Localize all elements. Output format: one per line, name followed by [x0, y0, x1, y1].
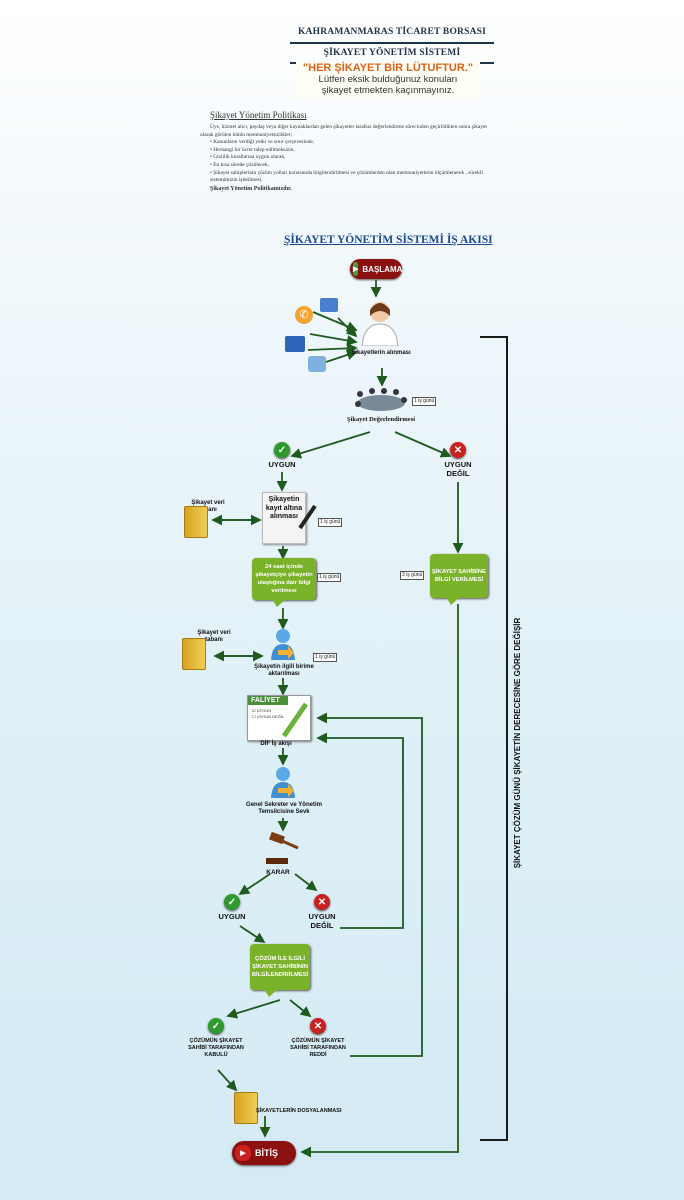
user-forward-icon [271, 767, 295, 798]
ok-label-2: UYGUN [218, 912, 246, 921]
callout-tail [272, 599, 286, 607]
email-icon [320, 298, 338, 312]
dif-board-title: FALİYET [248, 696, 288, 705]
notok-label-2: UYGUN DEĞİL [308, 912, 336, 930]
policy-section: Şikayet Yönetim Politikası Üye, hizmet a… [200, 110, 490, 193]
inform-owner-label: ŞİKAYET SAHİBİNE BİLGİ VERİLMESİ [432, 569, 486, 583]
archive-label: ŞİKAYETLERİN DOSYALANMASI [256, 1108, 342, 1114]
policy-bullet: • Kanunların verdiği yetki ve sınır çerç… [210, 139, 315, 146]
evaluate-label: Şikayet Değerlendirmesi [346, 416, 416, 423]
header: KAHRAMANMARAS TİCARET BORSASI ŞİKAYET YÖ… [290, 24, 494, 64]
slogan-headline: "HER ŞİKAYET BİR LÜTUFTUR." [302, 62, 474, 74]
folder-icon [182, 638, 206, 670]
inform-24h-box: 24 saat içinde şikayetçiye şikayetin ula… [252, 558, 316, 600]
policy-bullet: • En kısa sürede çözülecek, [210, 161, 269, 168]
policy-bullet: • Gizlilik kurallarına uygun olarak, [210, 154, 286, 161]
reject-label: ÇÖZÜMÜN ŞİKAYET SAHİBİ TARAFINDAN REDDİ [290, 1038, 346, 1058]
cross-icon: ✕ [310, 1018, 326, 1034]
policy-bullet: • Şikayet sahiplerinin çözüm yolları kon… [210, 169, 483, 184]
policy-title: Şikayet Yönetim Politikası [210, 110, 307, 120]
dif-board-item: ☐ UYGUN DEĞİL [252, 714, 285, 719]
pencil-icon [281, 702, 308, 738]
cross-icon: ✕ [314, 894, 330, 910]
dif-label: DİF İş akışı [260, 741, 292, 747]
folder-icon [184, 506, 208, 538]
archive-folder-icon [234, 1092, 258, 1124]
record-label: Şikayetin kayıt altına alınması [265, 496, 303, 520]
duration-badge: 1 iş günü [412, 397, 437, 406]
inform-owner-box: ŞİKAYET SAHİBİNE BİLGİ VERİLMESİ [430, 554, 488, 598]
end-node: ▶ BİTİŞ [232, 1141, 296, 1165]
operator-icon [361, 302, 399, 346]
duration-badge: 1 iş günü [313, 653, 338, 662]
start-node: ▶ BAŞLAMA [350, 259, 402, 279]
dif-board: FALİYET ☑ UYGUN ☐ UYGUN DEĞİL [247, 695, 311, 741]
callout-tail [264, 989, 278, 997]
check-icon: ✓ [274, 442, 290, 458]
gavel-icon [266, 832, 299, 864]
user-transfer-icon [271, 629, 295, 660]
check-icon: ✓ [208, 1018, 224, 1034]
inform-solution-box: ÇÖZÜM İLE İLGİLİ ŞİKAYET SAHİBİNİN BİLGİ… [250, 944, 310, 990]
stop-icon: ▶ [235, 1145, 251, 1161]
dif-board-item: ☑ UYGUN [252, 708, 272, 713]
transfer-label: Şikayetin ilgili birime aktarılması [254, 664, 314, 677]
phone-icon: ✆ [295, 306, 313, 324]
duration-badge: 1 iş günü [318, 518, 343, 527]
cross-icon: ✕ [450, 442, 466, 458]
play-icon: ▶ [353, 262, 359, 276]
check-icon: ✓ [224, 894, 240, 910]
web-form-icon [308, 356, 326, 372]
org-name: KAHRAMANMARAS TİCARET BORSASI [297, 27, 487, 37]
system-name: ŞİKAYET YÖNETİM SİSTEMİ [323, 48, 461, 58]
db-label-2: Şikayet veri tabanı [197, 630, 231, 643]
receive-label: Şikayetlerin alınması [351, 350, 411, 356]
policy-bullet: • Herhangi bir ücret talep edilmeksizin, [210, 146, 295, 153]
flow-title: ŞİKAYET YÖNETİM SİSTEMİ İŞ AKISI [284, 234, 493, 246]
slogan-line2: şikayet etmekten kaçınmayınız. [321, 85, 455, 96]
accept-label: ÇÖZÜMÜN ŞİKAYET SAHİBİ TARAFINDAN KABULÜ [188, 1038, 244, 1058]
pen-icon [298, 504, 317, 530]
callout-tail [446, 597, 460, 605]
start-label: BAŞLAMA [362, 264, 403, 274]
side-note: ŞİKAYET ÇÖZÜM GÜNÜ ŞİKAYETİN DERECESİNE … [513, 617, 522, 869]
record-document: Şikayetin kayıt altına alınması [262, 492, 306, 544]
duration-badge: 1 iş günü [317, 573, 342, 582]
duration-badge: 3 iş günü [400, 571, 425, 580]
inform-solution-label: ÇÖZÜM İLE İLGİLİ ŞİKAYET SAHİBİNİN BİLGİ… [251, 956, 309, 978]
social-media-icon [285, 336, 305, 352]
slogan-banner: "HER ŞİKAYET BİR LÜTUFTUR." Lütfen eksik… [296, 62, 480, 98]
inform-24h-label: 24 saat içinde şikayetçiye şikayetin ula… [255, 564, 313, 594]
meeting-icon [355, 388, 407, 411]
ok-label-1: UYGUN [268, 460, 296, 469]
forward-label: Genel Sekreter ve Yönetim Temsilcisine S… [246, 802, 322, 815]
slogan-line1: Lütfen eksik bulduğunuz konuları [318, 74, 458, 85]
decision-label: KARAR [266, 869, 290, 876]
notok-label-1: UYGUN DEĞİL [444, 460, 472, 478]
policy-intro: Üye, hizmet alıcı, paydaş veya diğer kay… [200, 124, 487, 138]
end-label: BİTİŞ [255, 1148, 279, 1158]
policy-closing: Şikayet Yönetim Politikamızdır. [210, 185, 292, 192]
